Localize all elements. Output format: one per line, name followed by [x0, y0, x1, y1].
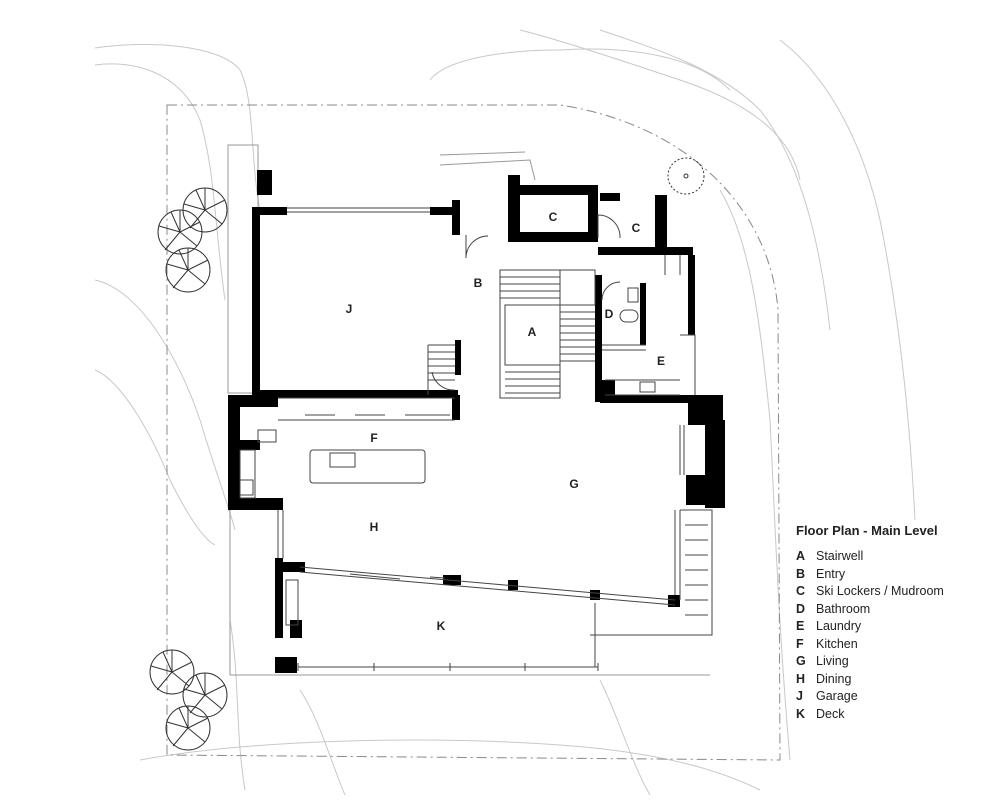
legend-key: J — [796, 689, 803, 703]
legend-item: J Garage — [796, 688, 986, 706]
interior-lines — [239, 207, 713, 671]
legend-key: H — [796, 671, 806, 686]
legend-key: A — [796, 549, 806, 563]
legend-label: Ski Lockers / Mudroom — [816, 584, 944, 598]
legend-item: B Entry — [796, 566, 986, 584]
room-label-bathroom: D — [605, 307, 614, 321]
legend-key: D — [796, 601, 806, 616]
legend-key: E — [796, 619, 805, 633]
tree-icon — [182, 187, 228, 233]
site-contours — [94, 29, 916, 796]
room-label-deck: K — [437, 619, 446, 633]
room-label-mudroom-east: C — [632, 221, 641, 235]
legend-key: B — [796, 566, 806, 581]
tree-icon — [667, 157, 705, 195]
legend-label: Dining — [816, 671, 852, 686]
legend-label: Laundry — [816, 619, 862, 633]
tree-icon — [182, 672, 228, 718]
room-label-dining: H — [370, 520, 379, 534]
tree-icon — [165, 705, 211, 751]
room-label-kitchen: F — [370, 431, 377, 445]
legend-key: G — [796, 654, 806, 668]
tree-icon — [149, 649, 195, 695]
room-label-living: G — [569, 477, 578, 491]
legend-item: G Living — [796, 653, 986, 671]
legend-label: Bathroom — [816, 601, 871, 616]
room-label-mudroom-west: C — [549, 210, 558, 224]
legend-item: K Deck — [796, 706, 986, 724]
room-label-entry: B — [474, 276, 483, 290]
legend-key: K — [796, 706, 806, 721]
room-label-laundry: E — [657, 354, 665, 368]
legend-label: Deck — [816, 706, 845, 721]
legend-label: Entry — [816, 566, 846, 581]
legend-title: Floor Plan - Main Level — [796, 523, 938, 538]
legend-item: E Laundry — [796, 618, 986, 636]
legend-label: Stairwell — [816, 549, 864, 563]
legend-item: F Kitchen — [796, 636, 986, 654]
room-labels: A B C C D E F G H J K — [346, 210, 665, 633]
tree-icon — [157, 209, 203, 255]
legend-key: C — [796, 584, 806, 598]
legend-item: H Dining — [796, 671, 986, 689]
legend-item: C Ski Lockers / Mudroom — [796, 583, 986, 601]
room-label-garage: J — [346, 302, 353, 316]
room-label-stairwell: A — [528, 325, 537, 339]
tree-symbols — [149, 157, 705, 751]
legend-label: Living — [816, 654, 849, 668]
legend-item: D Bathroom — [796, 601, 986, 619]
legend-item: A Stairwell — [796, 548, 986, 566]
legend-label: Kitchen — [816, 636, 858, 651]
floor-plan-legend: Floor Plan - Main Level A Stairwell B Entr… — [796, 523, 986, 723]
property-line — [166, 104, 781, 761]
legend-label: Garage — [816, 689, 858, 703]
legend-key: F — [796, 636, 804, 651]
tree-icon — [165, 247, 211, 293]
walls — [228, 170, 725, 673]
